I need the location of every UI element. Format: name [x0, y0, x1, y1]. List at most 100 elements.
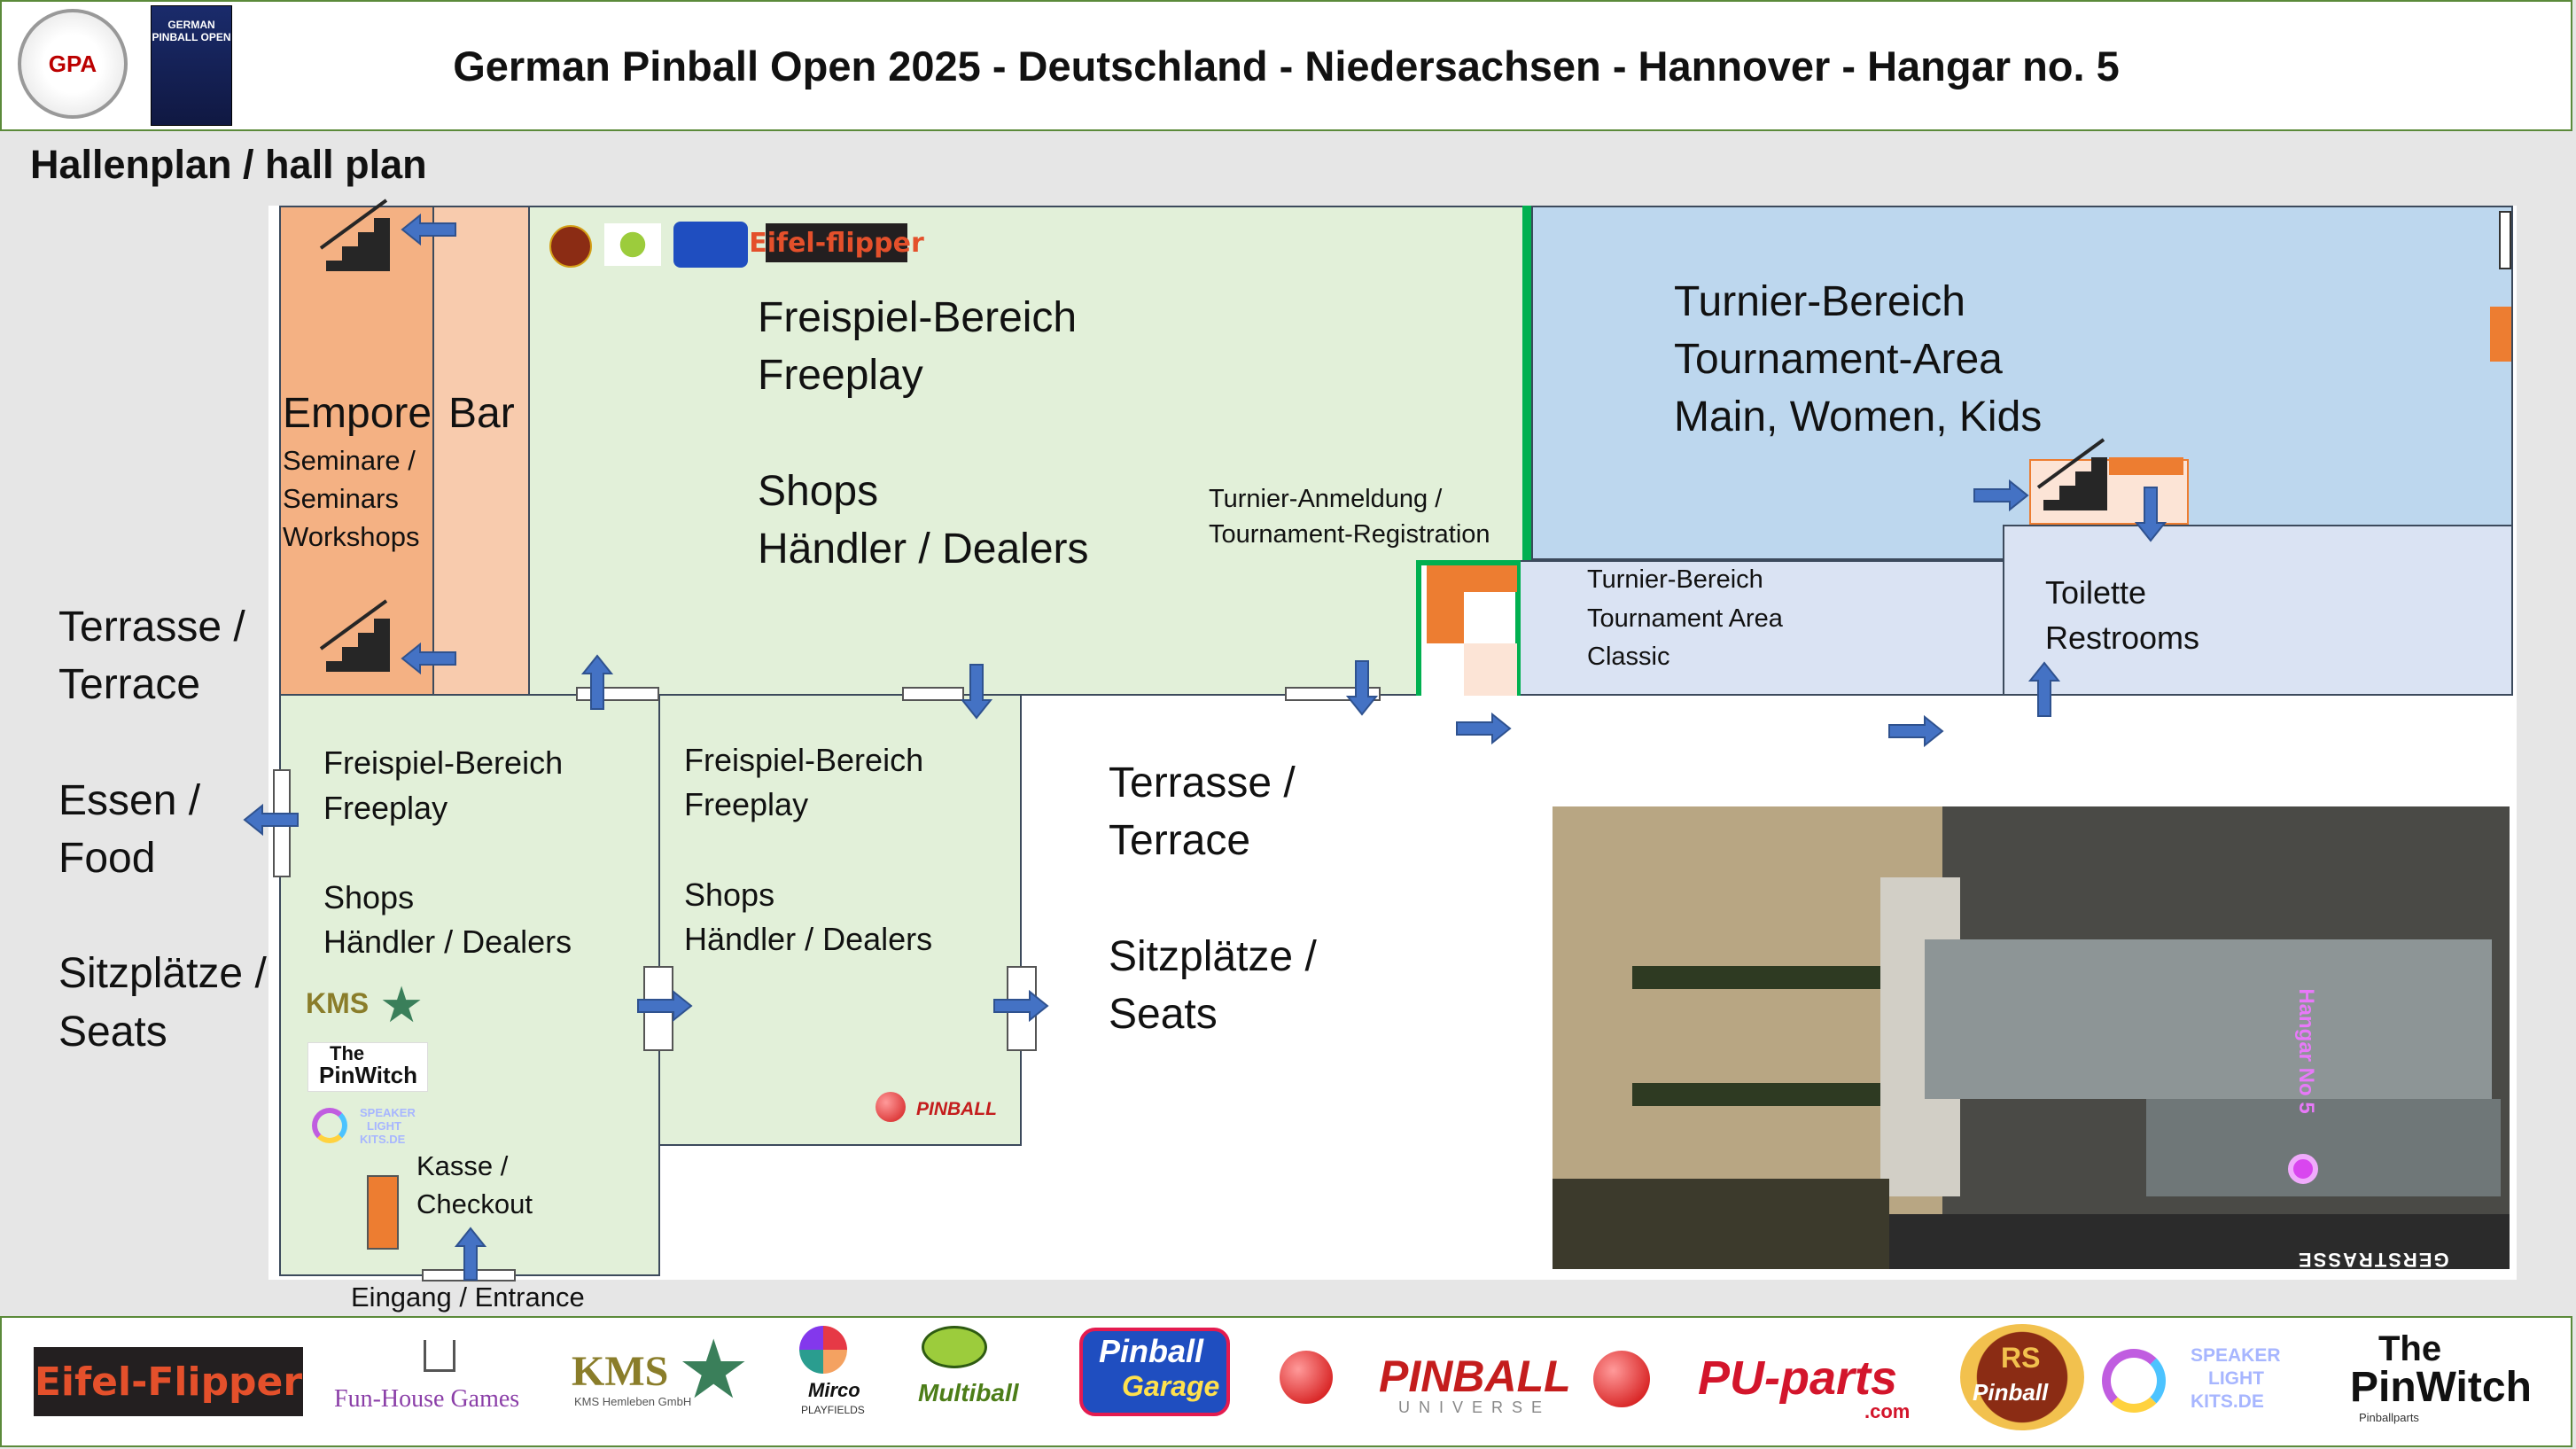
registration-desk-3: [1464, 643, 1517, 696]
freeplay-main-line3: Shops: [758, 468, 879, 515]
tournament-main-line3: Main, Women, Kids: [1674, 393, 2043, 440]
arrow-up-icon: [454, 1227, 487, 1281]
checkout-line2: Checkout: [416, 1188, 533, 1219]
arrow-left-icon: [243, 803, 299, 837]
stairs-icon: [319, 599, 390, 672]
food-line2: Food: [58, 835, 156, 882]
pinwheel-icon: [799, 1326, 847, 1374]
freeplay-main-line4: Händler / Dealers: [758, 526, 1089, 573]
green-divider-line: [1522, 206, 1533, 560]
stairs-icon: [2036, 438, 2107, 510]
sponsor-multiball: Multiball: [918, 1379, 1019, 1406]
checkout-line1: Kasse /: [416, 1150, 509, 1181]
room-logo-eifel: Eifel-flipper: [749, 223, 924, 262]
registration-desk-2: [1464, 565, 1517, 592]
street-label: GERSTRASSE: [2297, 1249, 2449, 1269]
freeplay-left-line4: Händler / Dealers: [323, 923, 572, 960]
aerial-trees: [1553, 1179, 1889, 1269]
house-icon: [424, 1340, 455, 1372]
seats-left-line2: Seats: [58, 1009, 167, 1056]
room-freeplay-main: [528, 206, 1529, 696]
sponsor-garage-line1: Pinball: [1099, 1333, 1204, 1369]
room-logo-pinball-universe: PINBALL: [916, 1099, 997, 1119]
aerial-building-roof: [2146, 1099, 2501, 1196]
aerial-hedge: [1632, 1083, 1898, 1106]
freeplay-mid-line4: Händler / Dealers: [684, 921, 933, 957]
room-logo-speaker-line3: KITS.DE: [360, 1133, 406, 1146]
seats-right-line2: Seats: [1109, 991, 1218, 1038]
aerial-photo: Hangar No 5 GERSTRASSE: [1553, 806, 2510, 1269]
empore-line3: Workshops: [283, 521, 420, 552]
freeplay-main-line1: Freispiel-Bereich: [758, 294, 1078, 341]
speaker-ring-icon: [2102, 1349, 2166, 1413]
empore-line2: Seminars: [283, 483, 399, 514]
registration-line2: Tournament-Registration: [1209, 520, 1490, 549]
terrace-left-line2: Terrace: [58, 661, 201, 708]
sponsor-mirco-sub: PLAYFIELDS: [801, 1404, 865, 1416]
page-title: German Pinball Open 2025 - Deutschland -…: [453, 42, 2120, 90]
freeplay-mid-line3: Shops: [684, 876, 775, 913]
room-tournament-main: [1531, 206, 2513, 560]
arrow-up-icon: [580, 654, 614, 710]
food-line1: Essen /: [58, 777, 201, 824]
freeplay-main-line2: Freeplay: [758, 352, 923, 399]
room-logo-pinwitch-line1: The: [330, 1042, 365, 1064]
arrow-down-icon: [2134, 487, 2167, 542]
arrow-right-icon: [1888, 714, 1944, 748]
tournament-main-line2: Tournament-Area: [1674, 336, 2003, 383]
star-icon: ★: [379, 977, 424, 1032]
poster-thumbnail: GERMAN PINBALL OPEN: [151, 5, 232, 126]
sponsor-rs-badge: [1960, 1324, 2084, 1430]
room-logo-kms: KMS: [306, 987, 370, 1019]
room-logo-pinwitch-line2: PinWitch: [319, 1062, 417, 1088]
checkout-desk: [367, 1175, 399, 1250]
arrow-right-icon: [1456, 712, 1512, 745]
arrow-left-icon: [401, 213, 456, 246]
sponsor-pinball-universe: PINBALL: [1379, 1352, 1571, 1401]
stage-platform-top: [2109, 457, 2183, 475]
room-logo-speaker-line2: LIGHT: [367, 1119, 401, 1133]
room-empore: [279, 206, 434, 696]
gpa-logo: GPA: [18, 9, 128, 119]
sponsor-pinwitch-line1: The: [2378, 1329, 2442, 1368]
pu-ball-icon: [1593, 1351, 1650, 1407]
room-logo-pinwitch: [307, 1042, 428, 1092]
tournament-classic-line3: Classic: [1587, 643, 1670, 671]
aerial-building-roof: [1925, 939, 2492, 1099]
terrace-right-line1: Terrasse /: [1109, 760, 1296, 806]
restrooms-line1: Toilette: [2045, 574, 2147, 611]
room-tournament-classic: [1519, 560, 2004, 696]
tournament-side-box-outline: [2499, 211, 2511, 269]
room-freeplay-left: [279, 694, 660, 1276]
plan-title: Hallenplan / hall plan: [30, 142, 427, 187]
sponsor-puparts: PU-parts: [1698, 1352, 1898, 1405]
restrooms-line2: Restrooms: [2045, 619, 2200, 656]
arrow-right-icon: [993, 989, 1049, 1023]
aerial-hedge: [1632, 966, 1898, 989]
sponsor-speaker-line1: SPEAKER: [2191, 1345, 2281, 1366]
stairs-icon: [319, 199, 390, 271]
empore-line1: Seminare /: [283, 445, 416, 476]
registration-line1: Turnier-Anmeldung /: [1209, 485, 1443, 513]
hangar-label: Hangar No 5: [2294, 988, 2318, 1114]
pinball-ball-icon: [1280, 1351, 1333, 1404]
freeplay-mid-line1: Freispiel-Bereich: [684, 742, 924, 778]
aerial-street: [1889, 1214, 2510, 1269]
room-logo-garage: [673, 222, 748, 268]
sponsor-pinwitch-sub: Pinballparts: [2359, 1411, 2419, 1424]
room-bar: [432, 206, 530, 696]
sponsor-garage-badge: [1079, 1328, 1230, 1416]
seats-left-line1: Sitzplätze /: [58, 950, 267, 997]
multiball-icon: [922, 1326, 987, 1368]
freeplay-left-line1: Freispiel-Bereich: [323, 744, 564, 781]
sponsor-mirco: Mirco: [808, 1379, 860, 1401]
sponsor-pinball-universe-sub: UNIVERSE: [1398, 1398, 1552, 1416]
empore-title: Empore: [283, 390, 432, 437]
room-freeplay-mid: [658, 694, 1022, 1146]
sponsor-eifel-flipper: Eifel-Flipper: [34, 1347, 303, 1416]
bar-title: Bar: [448, 390, 515, 437]
room-logo-pinball-universe-ball: [876, 1092, 906, 1122]
sponsor-kms-sub: KMS Hemleben GmbH: [574, 1395, 692, 1408]
header-bar: [0, 0, 2572, 131]
freeplay-mid-line2: Freeplay: [684, 786, 809, 822]
